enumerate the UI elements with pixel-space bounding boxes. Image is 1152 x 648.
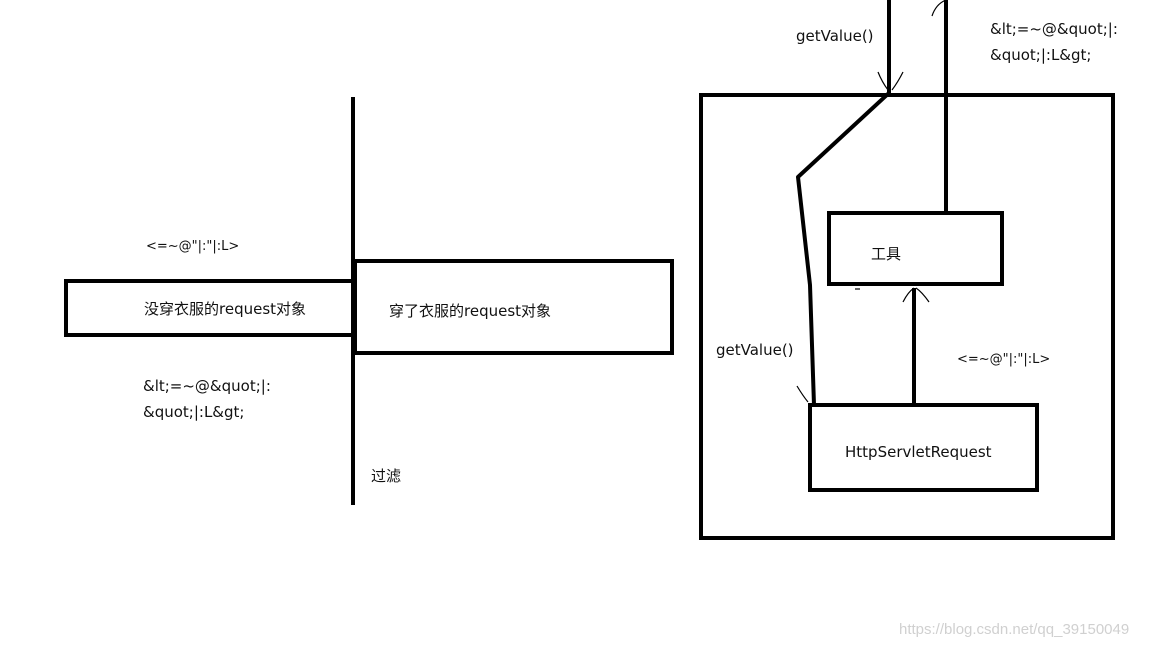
filter-label: 过滤: [371, 467, 402, 485]
arrowhead-request-to-tool: [902, 287, 930, 303]
tool-label: 工具: [871, 245, 902, 263]
arrowhead-top-entry: [877, 71, 904, 91]
tool-box: [827, 211, 1004, 286]
wrapped-request-label: 穿了衣服的request对象: [389, 302, 552, 320]
arrowhead-tool-output: [931, 0, 947, 17]
wrapped-request-box: [353, 259, 674, 355]
encoded-chars-label-left: <=~@"|:"|:L>: [146, 239, 240, 254]
get-value-top-label: getValue(): [796, 27, 874, 45]
escaped-chars-label-top: &lt;=~@&quot;|: &quot;|:L&gt;: [990, 20, 1118, 64]
get-value-inner-label: getValue(): [716, 341, 794, 359]
outer-container-box: [699, 93, 1115, 540]
get-value-path: [796, 0, 891, 406]
encoded-chars-label-right: <=~@"|:"|:L>: [957, 352, 1051, 367]
http-servlet-request-label: HttpServletRequest: [845, 443, 992, 461]
arrowhead-request-entry: [796, 385, 809, 403]
http-servlet-request-box: [808, 403, 1039, 492]
watermark-text: https://blog.csdn.net/qq_39150049: [899, 621, 1130, 638]
escaped-chars-label-left: &lt;=~@&quot;|: &quot;|:L&gt;: [143, 377, 271, 421]
plain-request-label: 没穿衣服的request对象: [144, 300, 307, 318]
